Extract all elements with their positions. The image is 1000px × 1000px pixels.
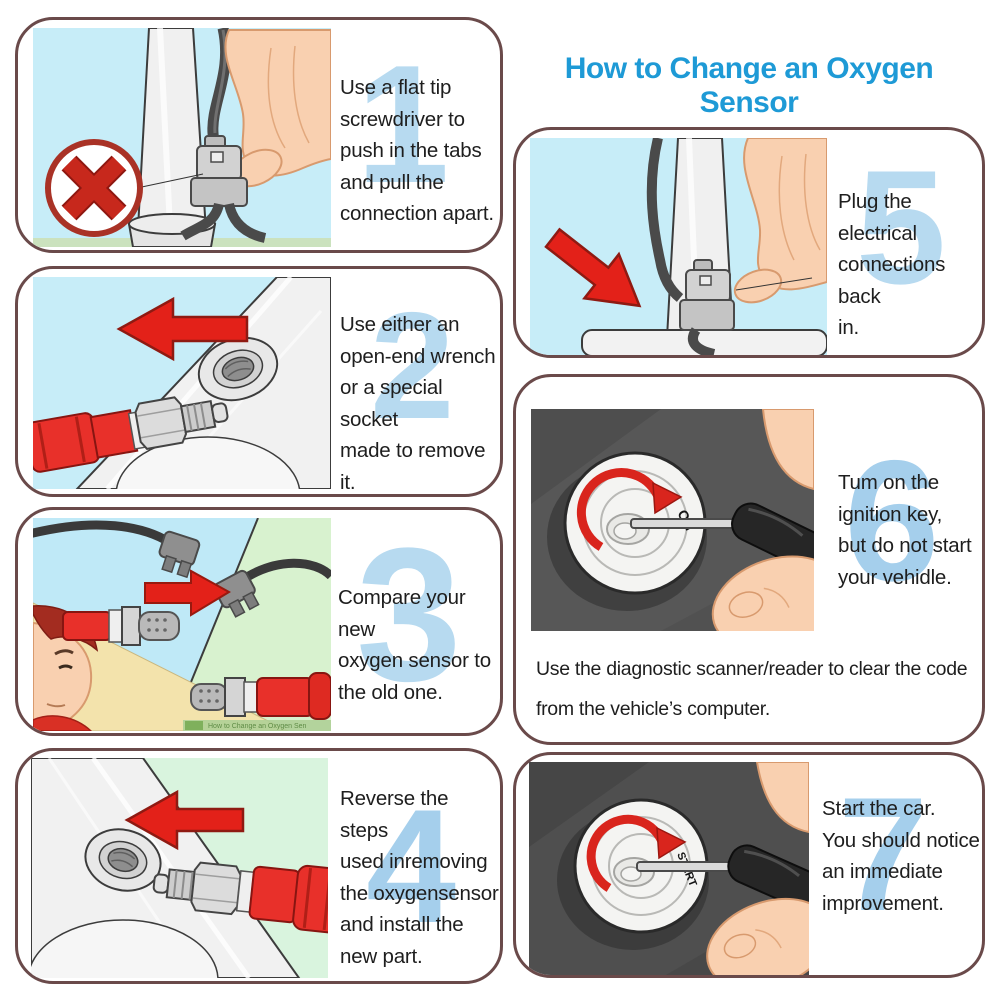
turn-arrow bbox=[586, 814, 668, 892]
step-7-panel: START 7 Start the car. You should notice… bbox=[513, 752, 985, 978]
key-grip bbox=[727, 844, 809, 910]
no-x-icon bbox=[45, 139, 143, 237]
callout-line bbox=[136, 173, 204, 189]
step-2-panel: 2 Use either an open-end wrench or a spe… bbox=[15, 266, 503, 497]
sensor-bung-hole bbox=[84, 828, 162, 892]
red-arrow-left-icon bbox=[116, 296, 249, 362]
install-sensor-illustration bbox=[31, 758, 328, 978]
remove-sensor-illustration bbox=[33, 277, 331, 489]
exhaust-pipe bbox=[135, 28, 209, 247]
step-number: 6 bbox=[844, 425, 940, 617]
step-3-text: Compare your new oxygen sensor to the ol… bbox=[338, 586, 491, 704]
red-arrow-left-icon bbox=[124, 789, 245, 851]
step-6-text: Tum on the ignition key, but do not star… bbox=[838, 471, 972, 589]
step-number: 5 bbox=[856, 137, 947, 318]
oxygen-sensor bbox=[152, 861, 328, 935]
red-arrow-down-icon bbox=[544, 227, 642, 308]
step-3-panel: How to Change an Oxygen Sen 3 Compare yo… bbox=[15, 507, 503, 736]
step-number: 4 bbox=[366, 776, 457, 957]
key-grip bbox=[731, 502, 814, 570]
step-7-illustration: START bbox=[529, 762, 809, 975]
step-6-panel: ON 6 Tum on the ignition key, but do not… bbox=[513, 374, 985, 745]
hex-nut bbox=[134, 396, 188, 450]
step-2-illustration bbox=[33, 277, 331, 489]
step-1-illustration bbox=[33, 28, 331, 247]
ignition-start-illustration: START bbox=[529, 762, 809, 975]
new-cable bbox=[236, 558, 331, 586]
step-5-panel: 5 Plug the electrical connections back i… bbox=[513, 127, 985, 358]
step-2-text: Use either an open-end wrench or a speci… bbox=[340, 313, 496, 494]
step-1-panel: 1 Use a flat tip screwdriver to push in … bbox=[15, 17, 503, 253]
step-4-panel: 4 Reverse the steps used inremoving the … bbox=[15, 748, 503, 984]
turn-arrow-head bbox=[652, 481, 683, 515]
old-oxygen-sensor bbox=[62, 606, 180, 646]
electrical-connector bbox=[679, 259, 735, 331]
step-6-illustration: ON bbox=[531, 409, 814, 631]
compare-sensors-illustration: How to Change an Oxygen Sen bbox=[33, 518, 331, 731]
step-5-text: Plug the electrical connections back in. bbox=[838, 190, 946, 339]
page-title: How to Change an Oxygen Sensor bbox=[564, 52, 934, 119]
sensor-bung-hole bbox=[197, 336, 279, 402]
electrical-connector bbox=[190, 135, 248, 207]
finger bbox=[761, 409, 814, 491]
thumb bbox=[706, 897, 809, 975]
old-connector bbox=[158, 530, 201, 579]
finger bbox=[755, 762, 809, 834]
reconnect-connector-illustration bbox=[530, 138, 827, 355]
turn-arrow-head bbox=[656, 826, 687, 860]
key-shaft bbox=[630, 518, 746, 529]
new-oxygen-sensor bbox=[190, 672, 331, 720]
step-number: 1 bbox=[356, 30, 450, 218]
step-4-text: Reverse the steps used inremoving the ox… bbox=[340, 787, 499, 968]
turn-arrow bbox=[576, 468, 664, 551]
svg-text:How to Change an Oxygen Sen: How to Change an Oxygen Sen bbox=[208, 723, 307, 730]
hand bbox=[743, 138, 827, 291]
step-number: 7 bbox=[838, 764, 929, 945]
step-1-text: Use a flat tip screwdriver to push in th… bbox=[340, 76, 494, 225]
finger bbox=[733, 268, 783, 304]
diagnostic-note: Use the diagnostic scanner/reader to cle… bbox=[536, 658, 968, 720]
oxygen-sensor bbox=[33, 396, 229, 473]
ignition-on-illustration: ON bbox=[531, 409, 814, 631]
disconnect-connector-illustration bbox=[33, 28, 331, 247]
shirt bbox=[33, 715, 93, 731]
step-number: 2 bbox=[370, 281, 455, 451]
callout-line bbox=[735, 277, 813, 291]
step-7-text: Start the car. You should notice an imme… bbox=[822, 797, 980, 915]
red-arrow-right-icon bbox=[144, 569, 231, 617]
sensor-cable bbox=[646, 138, 684, 302]
step-5-illustration bbox=[530, 138, 827, 355]
thumb bbox=[711, 555, 814, 631]
step-3-illustration: How to Change an Oxygen Sen bbox=[33, 518, 331, 731]
hex-nut bbox=[190, 861, 242, 916]
step-4-illustration bbox=[31, 758, 328, 978]
watermark: How to Change an Oxygen Sen bbox=[183, 720, 331, 731]
new-connector bbox=[213, 569, 260, 618]
step-number: 3 bbox=[356, 509, 462, 721]
